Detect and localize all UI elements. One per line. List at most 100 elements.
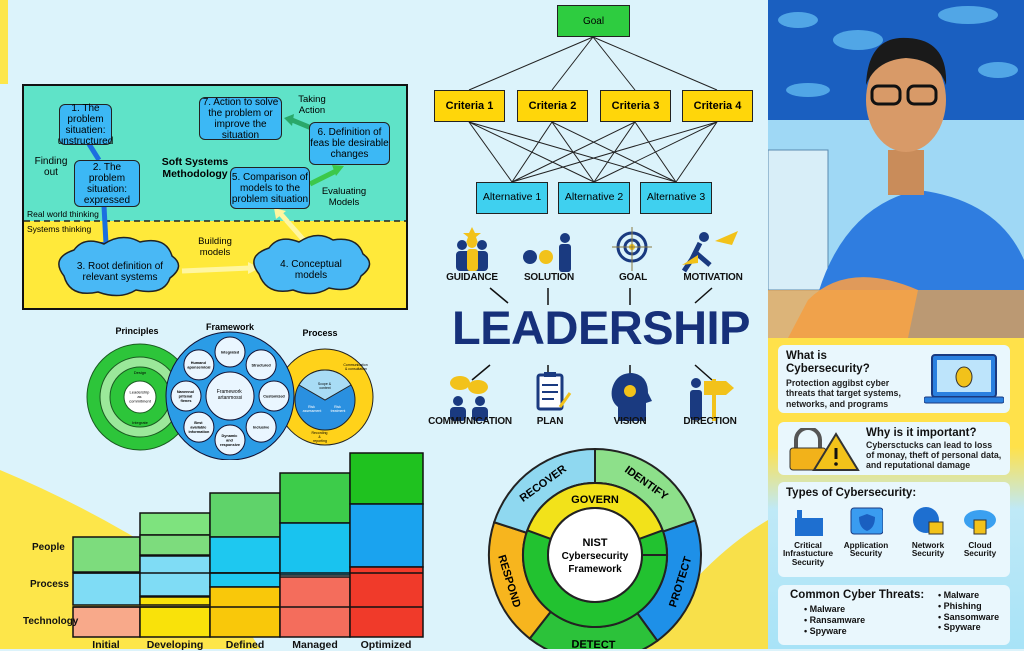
maturity-cell: [279, 472, 351, 524]
zone-real-world: Real world thinking: [27, 209, 99, 219]
phase-evaluating-models: Evaluating Models: [321, 186, 367, 208]
principles-ring-label: Design: [134, 370, 146, 375]
framework-bubble: Customized: [258, 380, 290, 412]
ssm-step-1: 1. The problem situatien: unstructured: [57, 102, 114, 147]
hierarchy-link: [675, 121, 718, 183]
threats-card: Common Cyber Threats: • Malware • Ransam…: [778, 585, 1010, 645]
maturity-cell: [139, 512, 211, 536]
level-label: Initial: [92, 639, 120, 651]
principles-ring-label: Integrate: [132, 420, 149, 425]
level-label: Defined: [225, 639, 265, 651]
framework-bubble: Structured: [245, 349, 277, 381]
principles-circle: Leadership as commitment Design Integrat…: [86, 343, 194, 451]
framework-bubble-label: Best available information: [188, 421, 210, 434]
framework-bubble: Humand aponsemical: [183, 349, 215, 381]
criteria-node: Criteria 4: [682, 90, 753, 122]
what-title: What is Cybersecurity?: [786, 350, 870, 375]
row-label-technology: Technology: [23, 616, 79, 627]
leadership-label-solution: SOLUTION: [523, 272, 575, 283]
framework-bubble: Inclusive: [245, 411, 277, 443]
why-title: Why is it important?: [866, 427, 977, 439]
phase-building-models: Building models: [198, 236, 232, 258]
framework-bubble-label: Nanennol pritenal fienes: [177, 390, 195, 403]
maturity-cell: [139, 596, 211, 606]
hierarchy-link: [468, 121, 513, 183]
maturity-cell: [72, 606, 141, 638]
framework-bubble: Best available information: [183, 411, 215, 443]
risk-framework-circles: Principles Framework Process Leadership …: [86, 322, 374, 460]
threat-item: • Spyware: [938, 622, 981, 633]
process-circle: Scope & context Risk assessment Risk tre…: [276, 348, 374, 446]
puzzle-person-icon: [523, 233, 571, 272]
maturity-column: [72, 536, 141, 638]
nist-center-line: NIST: [582, 537, 607, 549]
maturity-column: [209, 492, 281, 638]
framework-circle: Framework artanmossi IntegratedStructure…: [165, 331, 295, 460]
level-label: Optimized: [360, 639, 412, 651]
criteria-node: Criteria 1: [434, 90, 505, 122]
maturity-model-chart: People Process Technology Initial Develo…: [0, 440, 440, 651]
leadership-label-motivation: MOTIVATION: [683, 272, 743, 283]
phase-finding-out: Finding out: [34, 156, 68, 178]
leadership-label-guidance: GUIDANCE: [446, 272, 498, 283]
threats-list-right: • Malware • Phishing • Sansomware • Spyw…: [938, 590, 999, 633]
framework-bubble-label: Humand aponsemical: [187, 361, 210, 369]
maturity-cell: [209, 536, 281, 574]
leadership-label-vision: VISION: [613, 416, 647, 427]
maturity-cell: [349, 452, 424, 505]
maturity-column: [139, 512, 211, 638]
laptop-bug-icon: [924, 354, 1004, 404]
process-segment-label: Scope & context: [318, 382, 332, 390]
hierarchy-link: [511, 121, 553, 183]
type-application-security: Application Security: [838, 506, 894, 559]
hierarchy-link: [593, 121, 718, 183]
what-is-cybersecurity-card: What is Cybersecurity? Protection aggibs…: [778, 345, 1010, 413]
nist-center-line: Framework: [568, 564, 622, 575]
principles-center-label: Leadership as commitment: [129, 389, 152, 403]
threats-title: Common Cyber Threats:: [790, 589, 925, 601]
ssm-step-6: 6. Definition of feas ble desirable chan…: [309, 122, 390, 165]
process-ring-label: Recording & reporting: [312, 431, 329, 443]
running-arrow-icon: [681, 231, 738, 273]
nist-govern-label: GOVERN: [571, 494, 619, 506]
soft-systems-methodology-diagram: 1. The problem situatien: unstructured 2…: [22, 84, 408, 310]
phase-taking-action: Taking Action: [298, 94, 326, 116]
framework-bubble-label: Dynamic and responsive: [220, 434, 240, 447]
alternative-node: Alternative 3: [640, 182, 712, 214]
cloud-lock-icon: [964, 510, 996, 535]
process-segment-label: Risk assessment: [303, 405, 322, 413]
maturity-cell: [72, 536, 141, 573]
maturity-cell: [209, 572, 281, 588]
type-cloud-security: Cloud Security: [952, 506, 1008, 559]
leadership-label-plan: PLAN: [536, 416, 564, 427]
hierarchy-lines: [468, 36, 718, 183]
maturity-cell: [209, 492, 281, 538]
why-important-card: Why is it important? Cybersctucks can le…: [778, 422, 1010, 475]
framework-bubble: Dynamic and responsive: [214, 424, 246, 456]
zone-systems: Systems thinking: [27, 224, 92, 234]
chat-people-icon: [450, 376, 488, 421]
team-star-icon: [456, 227, 488, 271]
ssm-title: Soft Systems Methodology: [161, 156, 229, 180]
leadership-title: LEADERSHIP: [452, 301, 750, 354]
types-card: Types of Cybersecurity: Critical Infrast…: [778, 482, 1010, 577]
maturity-cell: [139, 555, 211, 597]
what-text: Protection aggibst cyber threats that ta…: [786, 378, 901, 409]
why-text: Cybersctucks can lead to loss of monay, …: [866, 439, 1002, 470]
ssm-step-4: 4. Conceptual models: [280, 259, 342, 281]
framework-bubble-label: Inclusive: [253, 426, 269, 430]
threat-item: • Sansomware: [938, 611, 1000, 622]
framework-title: Framework: [206, 322, 255, 332]
alternative-node: Alternative 1: [476, 182, 548, 214]
row-label-people: People: [32, 542, 65, 553]
framework-bubble-label: Structured: [252, 363, 272, 367]
lock-warning-icon: [789, 428, 860, 471]
ssm-step-2: 2. The problem situation: expressed: [74, 160, 140, 207]
process-title: Process: [302, 328, 337, 338]
maturity-cell: [279, 522, 351, 576]
leadership-label-communication: COMMUNICATION: [428, 416, 512, 427]
ssm-step-5: 5. Comparison of models to the problem s…: [230, 167, 310, 209]
app-shield-icon: [850, 507, 884, 535]
level-label: Managed: [292, 639, 338, 651]
